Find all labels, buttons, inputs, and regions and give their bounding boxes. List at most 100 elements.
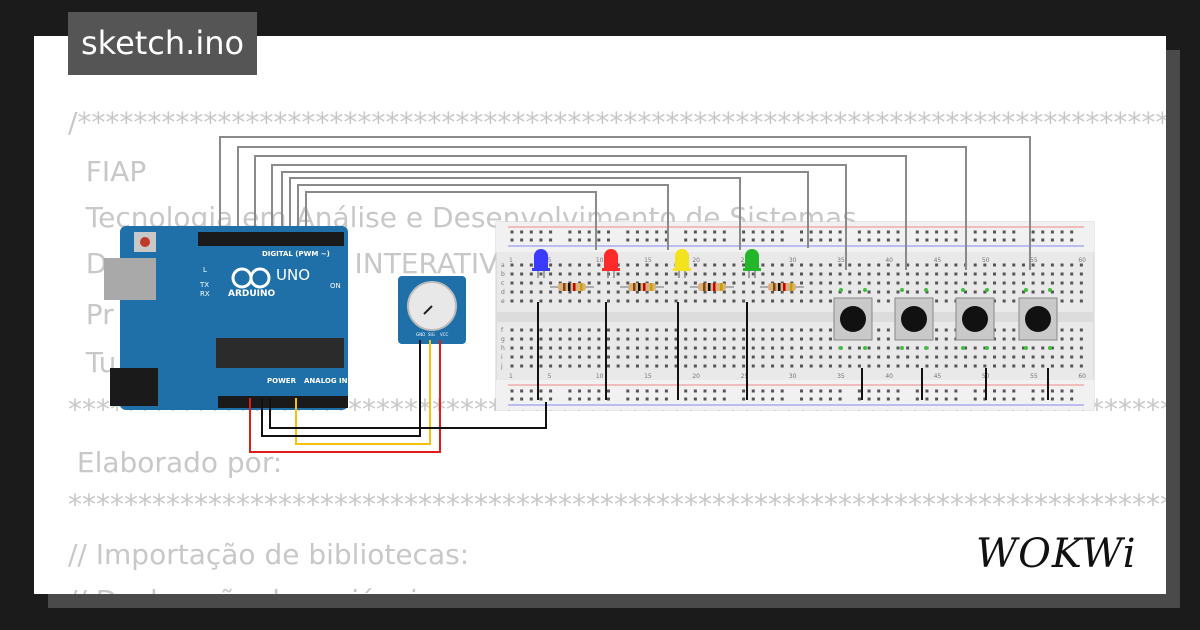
- breadboard-hole: [558, 364, 562, 368]
- breadboard-rail-hole: [993, 230, 996, 234]
- breadboard-rail-hole: [684, 230, 688, 234]
- breadboard-hole: [1012, 290, 1016, 294]
- led-red: [604, 249, 618, 270]
- breadboard-hole: [838, 272, 842, 276]
- breadboard-rail-hole: [828, 397, 832, 401]
- led-base: [673, 268, 691, 271]
- breadboard-hole: [848, 346, 852, 350]
- breadboard-hole: [896, 364, 900, 368]
- breadboard-row-label: h: [501, 345, 505, 352]
- breadboard-row-label: f: [501, 327, 504, 334]
- breadboard-hole: [578, 328, 582, 332]
- breadboard-rail-hole: [655, 238, 659, 242]
- breadboard-hole: [578, 346, 582, 350]
- breadboard-hole: [655, 290, 659, 294]
- breadboard-hole: [520, 263, 524, 267]
- breadboard-hole: [838, 281, 842, 285]
- breadboard-hole: [973, 281, 977, 285]
- breadboard-hole: [828, 337, 832, 341]
- breadboard-hole: [539, 281, 543, 285]
- breadboard-rail-hole: [954, 230, 958, 234]
- breadboard-hole: [529, 272, 533, 276]
- resistor-band: [778, 283, 781, 291]
- breadboard-hole: [616, 281, 620, 285]
- breadboard-hole: [655, 337, 659, 341]
- breadboard-hole: [886, 299, 890, 303]
- breadboard-rail-hole: [539, 397, 543, 401]
- breadboard-hole: [587, 364, 591, 368]
- breadboard-hole: [732, 355, 736, 359]
- breadboard-column-label-top: 55: [1030, 257, 1038, 264]
- breadboard-hole: [1031, 272, 1035, 276]
- breadboard-hole: [684, 337, 688, 341]
- breadboard-rail-hole: [751, 397, 755, 401]
- breadboard-rail-hole: [664, 230, 668, 234]
- breadboard-hole: [935, 281, 939, 285]
- breadboard-hole: [857, 263, 861, 267]
- arduino-uno[interactable]: DIGITAL (PWM ~) UNO ARDUINO POWER ANALOG…: [104, 226, 348, 410]
- breadboard-hole: [751, 337, 755, 341]
- breadboard-rail-hole: [819, 389, 823, 393]
- breadboard-rail-hole: [1041, 389, 1045, 393]
- breadboard-hole: [944, 337, 948, 341]
- breadboard-hole: [800, 281, 803, 285]
- breadboard-rail-hole: [549, 389, 553, 393]
- breadboard-hole: [684, 281, 688, 285]
- breadboard-hole: [915, 281, 919, 285]
- breadboard-rail-hole: [703, 389, 707, 393]
- breadboard-hole: [693, 364, 697, 368]
- breadboard-hole: [944, 355, 948, 359]
- breadboard-hole: [645, 299, 649, 303]
- breadboard-rail-hole: [549, 397, 553, 401]
- breadboard-hole: [790, 263, 794, 267]
- breadboard-hole: [597, 281, 601, 285]
- file-name-tag[interactable]: sketch.ino: [68, 12, 258, 75]
- code-line: // Importação de bibliotecas:: [68, 538, 470, 571]
- breadboard-rail-hole: [587, 397, 591, 401]
- button-pin-active: [1048, 346, 1052, 350]
- breadboard-hole: [578, 263, 582, 267]
- breadboard-hole: [751, 364, 755, 368]
- breadboard-rail-hole: [944, 230, 948, 234]
- breadboard-hole: [549, 281, 553, 285]
- breadboard-hole: [703, 328, 707, 332]
- breadboard-hole: [896, 346, 900, 350]
- breadboard-rail-hole: [722, 230, 726, 234]
- breadboard-hole: [635, 290, 639, 294]
- potentiometer[interactable]: GND SIG VCC: [398, 276, 466, 344]
- breadboard-hole: [520, 299, 524, 303]
- breadboard-rail-hole: [915, 389, 919, 393]
- breadboard-rail-hole: [867, 230, 871, 234]
- breadboard-hole: [539, 337, 543, 341]
- breadboard-hole: [1070, 328, 1074, 332]
- breadboard-hole: [1041, 355, 1045, 359]
- breadboard-rail-hole: [886, 230, 890, 234]
- breadboard-rail-hole: [597, 389, 601, 393]
- breadboard-hole: [713, 299, 717, 303]
- breadboard-hole: [520, 281, 524, 285]
- breadboard-rail-hole: [510, 238, 514, 242]
- led-base: [602, 268, 620, 271]
- breadboard-hole: [1012, 299, 1016, 303]
- breadboard-hole: [925, 281, 929, 285]
- breadboard-row-label: i: [501, 354, 503, 361]
- breadboard-hole: [664, 337, 668, 341]
- breadboard-hole: [973, 272, 977, 276]
- breadboard-hole: [539, 299, 543, 303]
- breadboard-rail-hole: [1060, 238, 1064, 242]
- breadboard-hole: [664, 328, 668, 332]
- breadboard-hole: [626, 355, 630, 359]
- breadboard-rail-hole: [1012, 230, 1016, 234]
- breadboard-hole: [906, 272, 910, 276]
- power-jack: [110, 368, 158, 406]
- breadboard-hole: [674, 290, 678, 294]
- breadboard-hole: [626, 364, 630, 368]
- breadboard-hole: [761, 364, 765, 368]
- breadboard-hole: [925, 355, 929, 359]
- breadboard-hole: [771, 272, 775, 276]
- breadboard-hole: [954, 281, 958, 285]
- breadboard-hole: [800, 299, 803, 303]
- breadboard-hole: [635, 337, 639, 341]
- breadboard-hole: [520, 346, 524, 350]
- breadboard-hole: [1060, 328, 1064, 332]
